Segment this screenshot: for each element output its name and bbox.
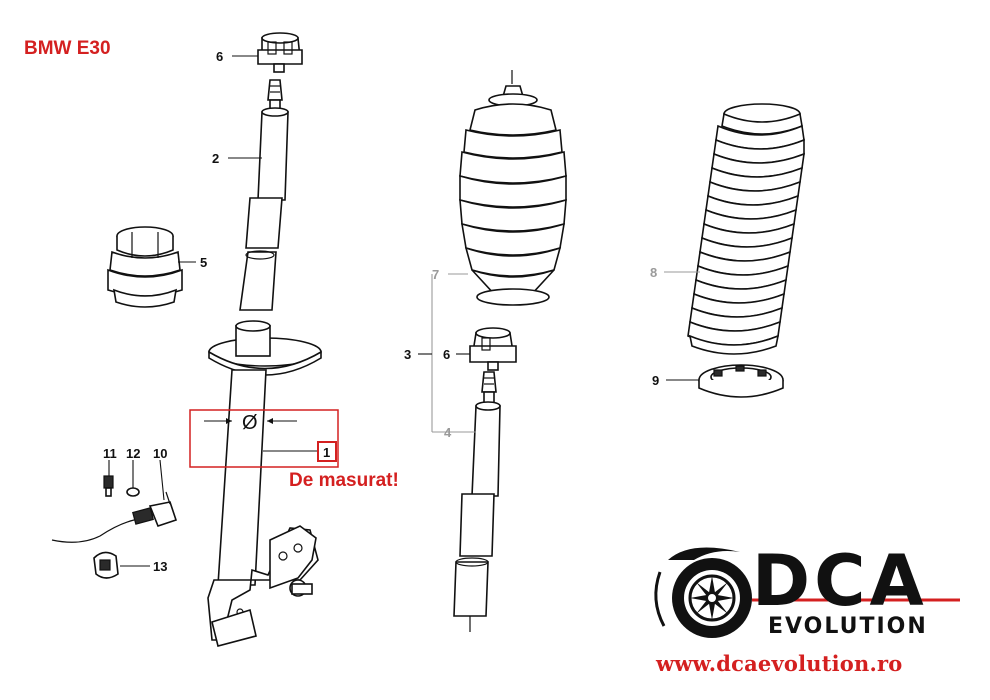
part-2-damper-cartridge <box>239 79 289 311</box>
label-5: 5 <box>200 255 207 270</box>
callout-9: 9 <box>652 373 699 388</box>
part-6-mid-mount <box>469 327 517 371</box>
part-11-bolt <box>103 475 114 497</box>
label-10: 10 <box>153 446 167 461</box>
part-4-damper-cartridge <box>453 371 501 632</box>
label-11: 11 <box>103 446 117 461</box>
part-12-washer <box>126 487 140 497</box>
part-6-top-mount <box>257 32 303 73</box>
callout-8: 8 <box>650 265 700 280</box>
label-2: 2 <box>212 151 219 166</box>
callout-2: 2 <box>212 151 262 166</box>
label-3: 3 <box>404 347 411 362</box>
part-10-abs-sensor <box>51 491 178 543</box>
label-6-top: 6 <box>216 49 223 64</box>
callout-3: 3 <box>404 274 433 432</box>
part-8-dust-boot <box>687 103 805 355</box>
part-5-bump-stop <box>107 226 183 308</box>
diameter-symbol: Ø <box>242 412 258 434</box>
diagram-title: BMW E30 <box>24 38 111 59</box>
turbo-logo-icon <box>654 547 960 638</box>
label-13: 13 <box>153 559 167 574</box>
brand-url: www.dcaevolution.ro <box>656 651 903 676</box>
label-9: 9 <box>652 373 659 388</box>
label-12: 12 <box>126 446 140 461</box>
part-13-clip <box>93 551 119 579</box>
callout-6-top: 6 <box>216 49 258 64</box>
callout-5: 5 <box>178 255 207 270</box>
part-7-dust-boot <box>459 70 567 306</box>
label-1: 1 <box>323 445 330 460</box>
callout-7: 7 <box>432 267 468 282</box>
part-9-spring-pad <box>698 364 784 398</box>
measure-box: Ø 1 <box>189 409 339 468</box>
callout-4: 4 <box>432 425 476 440</box>
label-6-mid: 6 <box>443 347 450 362</box>
callout-6-mid: 6 <box>443 347 470 362</box>
part-1-strut-housing <box>207 320 322 647</box>
brand-name: DCA <box>752 540 928 622</box>
label-7: 7 <box>432 267 439 282</box>
brand-subtitle: EVOLUTION <box>768 614 928 639</box>
callouts-10-13: 11 12 10 13 <box>103 446 167 574</box>
label-4: 4 <box>444 425 452 440</box>
measure-note: De masurat! <box>289 470 399 491</box>
label-8: 8 <box>650 265 657 280</box>
